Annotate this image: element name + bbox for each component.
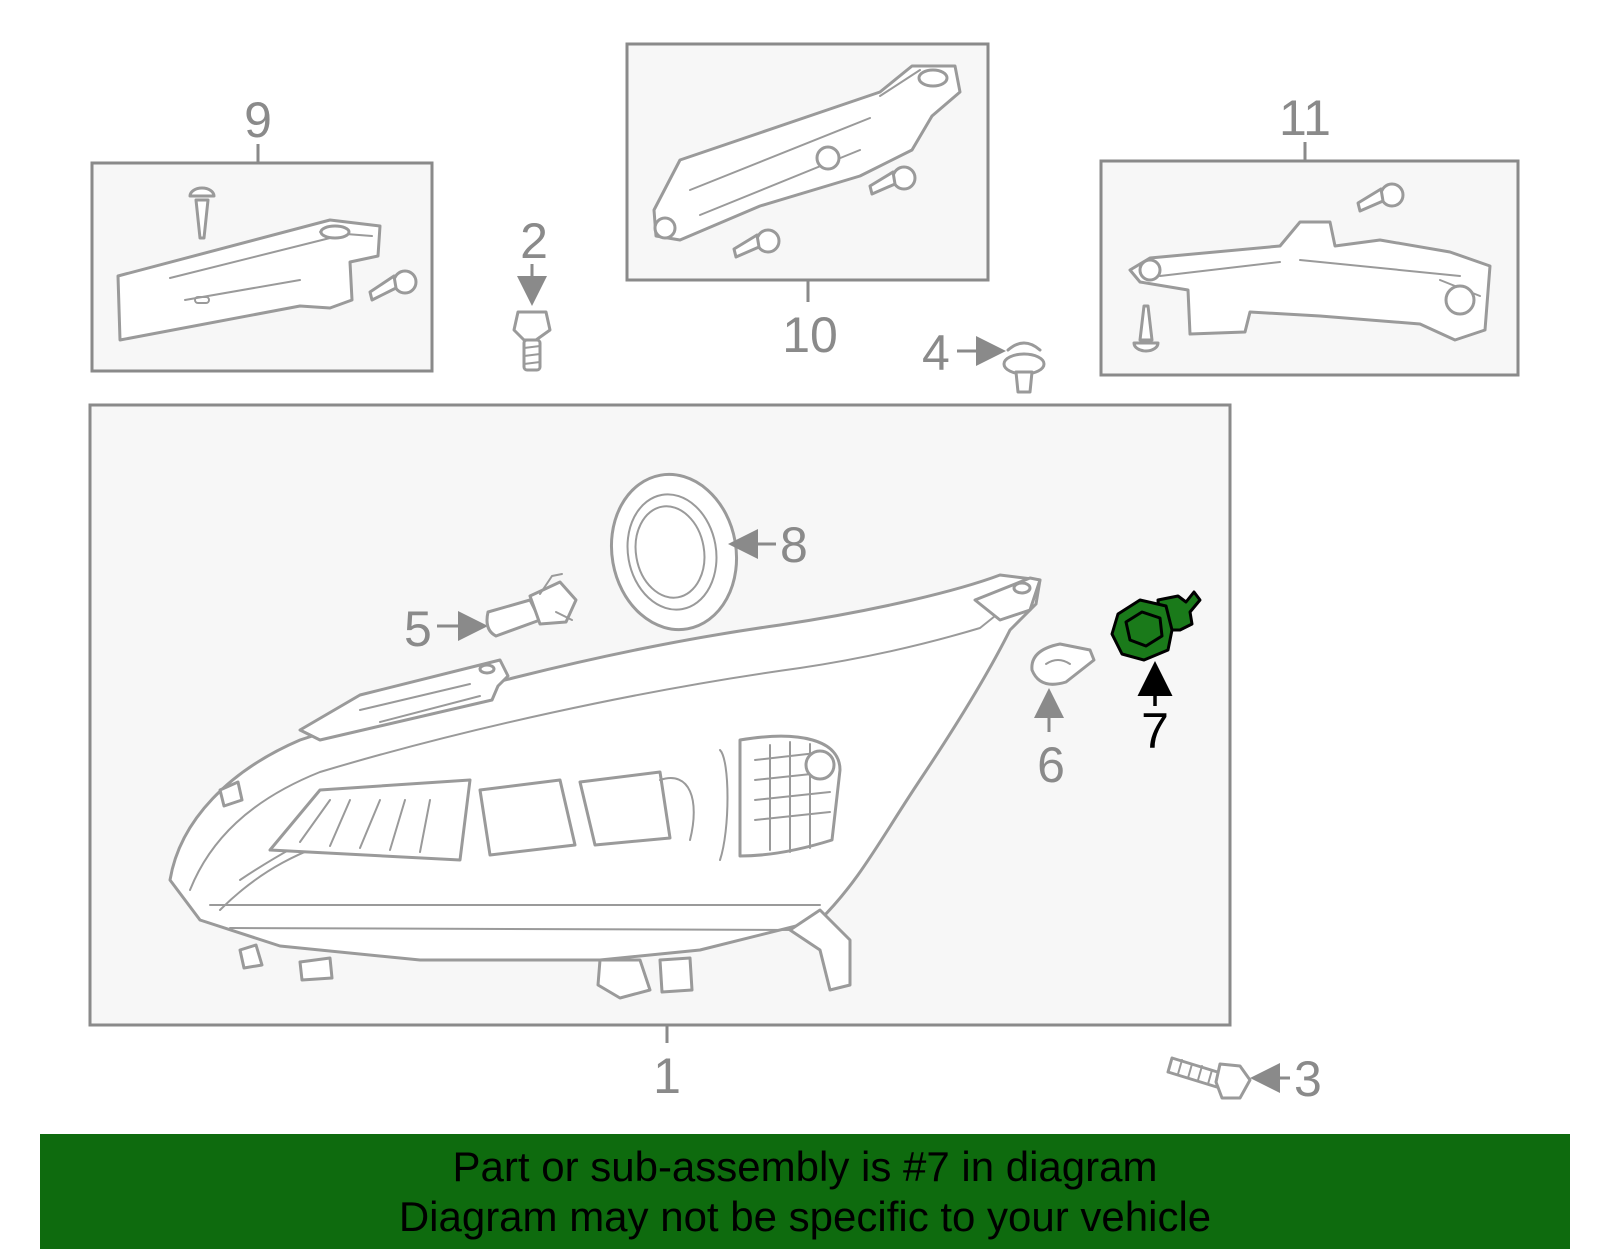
callout-8: 8	[780, 517, 808, 573]
part-9-bracket-group[interactable]	[90, 144, 434, 373]
part-8-seal-ring[interactable]	[599, 464, 776, 639]
callout-6: 6	[1037, 737, 1065, 793]
part-2-bolt[interactable]	[512, 264, 552, 372]
screw-icon	[368, 269, 418, 302]
part-10-bracket-group[interactable]	[625, 42, 990, 302]
callout-7: 7	[1141, 703, 1169, 759]
screw-icon	[188, 186, 216, 240]
callout-5: 5	[404, 601, 432, 657]
callout-10: 10	[782, 307, 838, 363]
callout-1: 1	[653, 1048, 681, 1104]
screw-icon	[868, 165, 917, 196]
part-5-bulb[interactable]	[437, 573, 578, 641]
info-banner: Part or sub-assembly is #7 in diagram Di…	[40, 1134, 1570, 1249]
callout-4: 4	[922, 325, 950, 381]
callout-2: 2	[520, 213, 548, 269]
screw-icon	[732, 228, 781, 259]
screw-icon	[1356, 182, 1405, 213]
callout-9: 9	[244, 92, 272, 148]
screw-icon	[1132, 304, 1160, 353]
banner-line-2: Diagram may not be specific to your vehi…	[398, 1193, 1212, 1240]
part-4-clip[interactable]	[957, 336, 1046, 394]
callout-11: 11	[1279, 90, 1331, 146]
banner-line-1: Part or sub-assembly is #7 in diagram	[452, 1143, 1158, 1190]
part-11-bracket-group[interactable]	[1099, 142, 1520, 377]
part-6-wedge-bulb[interactable]	[1030, 642, 1096, 732]
callout-3: 3	[1294, 1051, 1322, 1107]
part-7-socket-highlighted[interactable]	[1110, 590, 1202, 706]
part-3-bolt[interactable]	[1166, 1056, 1290, 1100]
